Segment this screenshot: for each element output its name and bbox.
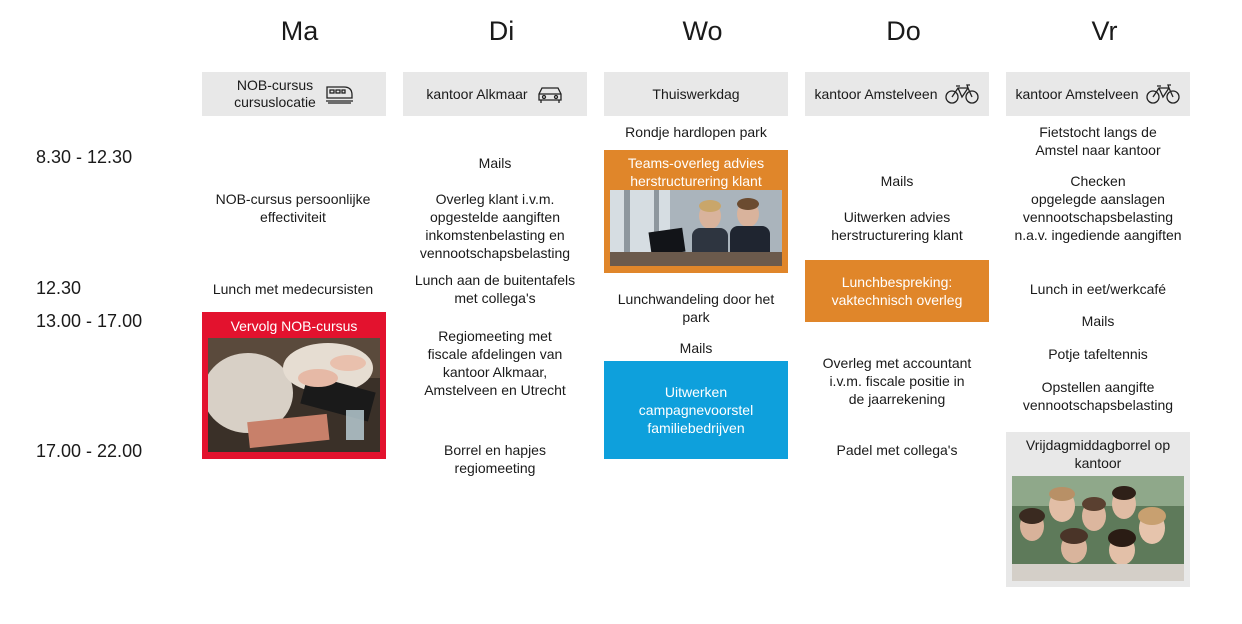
event-line: Vrijdagmiddagborrel op [1025, 437, 1171, 453]
event-lunch: Lunch aan de buitentafels met collega's [403, 271, 587, 307]
location-friday: kantoor Amstelveen [1006, 72, 1190, 116]
event-lunch: Lunch in eet/werkcafé [1029, 281, 1167, 297]
event-line: Uitwerken advies [843, 209, 951, 225]
event-continued-course: Vervolg NOB-cursus [202, 312, 386, 459]
event-title: Vrijdagmiddagborrel op kantoor [1006, 432, 1190, 472]
typing-photo [208, 338, 380, 452]
event-line: Lunchwandeling door het [617, 291, 775, 307]
event-check-assessments: Checken opgelegde aanslagen vennootschap… [1006, 172, 1190, 244]
event-bike-ride: Fietstocht langs de Amstel naar kantoor [1006, 123, 1190, 159]
location-label: kantoor Alkmaar [426, 85, 528, 102]
event-line: kantoor Alkmaar, [442, 364, 548, 380]
day-tuesday: Di [488, 16, 515, 46]
event-line: campagnevoorstel [638, 402, 754, 418]
event-line: Amstel naar kantoor [1035, 142, 1161, 158]
event-tax-return: Opstellen aangifte vennootschapsbelastin… [1006, 378, 1190, 414]
event-line: kantoor [1074, 455, 1122, 471]
event-line: Fietstocht langs de [1039, 124, 1157, 140]
event-line: opgelegde aanslagen [1031, 191, 1165, 207]
event-line: Overleg klant i.v.m. [435, 191, 555, 207]
location-thursday: kantoor Amstelveen [805, 72, 989, 116]
event-line: inkomstenbelasting en [425, 227, 565, 243]
event-line: vennootschapsbelasting [419, 245, 571, 261]
train-icon [325, 86, 353, 104]
event-line: fiscale afdelingen van [427, 346, 563, 362]
event-line: Lunch aan de buitentafels [414, 272, 576, 288]
event-campaign: Uitwerken campagnevoorstel familiebedrij… [604, 361, 788, 459]
event-line: de jaarrekening [848, 391, 946, 407]
location-label: kantoor Amstelveen [1015, 85, 1139, 102]
day-thursday: Do [886, 16, 921, 46]
event-nob-course: NOB-cursus persoonlijke effectiviteit [201, 190, 385, 226]
event-title: Vervolg NOB-cursus [230, 318, 358, 334]
event-line: park [682, 309, 710, 325]
location-wednesday: Thuiswerkdag [604, 72, 788, 116]
event-table-tennis: Potje tafeltennis [1048, 346, 1148, 362]
event-line: NOB-cursus persoonlijke [215, 191, 371, 207]
event-line: Borrel en hapjes [444, 442, 546, 458]
event-mails: Mails [1081, 313, 1115, 329]
time-afternoon: 13.00 - 17.00 [36, 311, 143, 331]
event-running: Rondje hardlopen park [625, 124, 767, 140]
location-monday: NOB-cursus cursuslocatie [202, 72, 386, 116]
event-mails: Mails [478, 155, 512, 171]
bicycle-icon [945, 84, 980, 104]
event-line: n.a.v. ingediende aangiften [1014, 227, 1182, 243]
location-label: kantoor Amstelveen [814, 85, 938, 102]
event-line: opgestelde aangiften [430, 209, 560, 225]
event-lunch: Lunch met medecursisten [212, 281, 374, 297]
event-accountant: Overleg met accountant i.v.m. fiscale po… [805, 354, 989, 408]
location-label: Thuiswerkdag [652, 85, 740, 102]
event-mails: Mails [679, 340, 713, 356]
event-lunch-meeting: Lunchbespreking: vaktechnisch overleg [805, 260, 989, 322]
event-line: Amstelveen en Utrecht [424, 382, 566, 398]
event-line: vennootschapsbelasting [1022, 397, 1174, 413]
day-monday: Ma [280, 16, 319, 46]
event-line: Regiomeeting met [438, 328, 552, 344]
location-tuesday: kantoor Alkmaar [403, 72, 587, 116]
event-advice: Uitwerken advies herstructurering klant [805, 208, 989, 244]
event-line: met collega's [454, 290, 536, 306]
event-regional-meeting: Regiomeeting met fiscale afdelingen van … [403, 327, 587, 399]
event-line: i.v.m. fiscale positie in [829, 373, 965, 389]
event-mails: Mails [880, 173, 914, 189]
group-selfie-photo [1012, 476, 1184, 581]
event-line: effectiviteit [260, 209, 326, 225]
event-line: Checken [1070, 173, 1126, 189]
time-morning: 8.30 - 12.30 [36, 147, 133, 167]
event-teams-meeting: Teams-overleg advies herstructurering kl… [604, 150, 788, 273]
time-evening: 17.00 - 22.00 [36, 441, 143, 461]
meeting-photo [610, 190, 782, 266]
event-title: Teams-overleg advies herstructurering kl… [604, 150, 788, 190]
event-line: vennootschapsbelasting [1022, 209, 1174, 225]
event-line: regiomeeting [454, 460, 536, 476]
event-line: familiebedrijven [647, 420, 745, 436]
event-padel: Padel met collega's [836, 442, 958, 458]
event-line: vaktechnisch overleg [831, 292, 963, 308]
event-friday-drinks: Vrijdagmiddagborrel op kantoor [1006, 432, 1190, 587]
event-lunch-walk: Lunchwandeling door het park [604, 290, 788, 326]
location-line1: NOB-cursus [236, 77, 314, 93]
event-client-meeting: Overleg klant i.v.m. opgestelde aangifte… [403, 190, 587, 262]
event-line: Overleg met accountant [822, 355, 972, 371]
event-line: Lunchbespreking: [841, 274, 953, 290]
event-drinks: Borrel en hapjes regiomeeting [403, 441, 587, 477]
event-line: herstructurering klant [831, 227, 963, 243]
event-line: herstructurering klant [630, 173, 762, 189]
event-line: Opstellen aangifte [1041, 379, 1155, 395]
event-line: Teams-overleg advies [627, 155, 765, 171]
location-line2: cursuslocatie [234, 94, 316, 110]
bicycle-icon [1146, 84, 1181, 104]
car-icon [537, 87, 562, 103]
day-wednesday: Wo [682, 16, 723, 46]
day-friday: Vr [1091, 16, 1118, 46]
time-lunch: 12.30 [36, 278, 82, 298]
event-line: Uitwerken [664, 384, 728, 400]
